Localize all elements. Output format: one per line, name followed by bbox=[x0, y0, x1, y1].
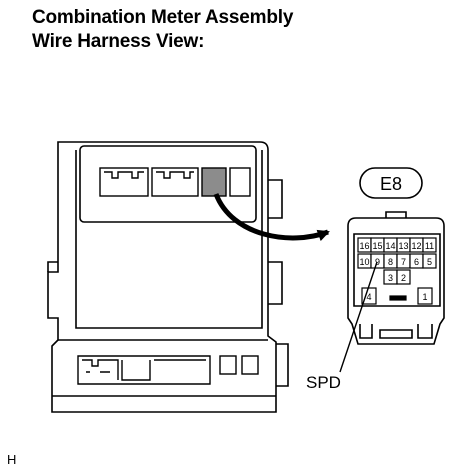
meter-lower-connectors bbox=[77, 355, 259, 385]
title-line-2: Wire Harness View: bbox=[32, 31, 205, 52]
pin-13: 13 bbox=[398, 241, 408, 251]
pin-12: 12 bbox=[411, 241, 421, 251]
pin-10: 10 bbox=[359, 257, 369, 267]
title-line-1: Combination Meter Assembly bbox=[32, 7, 294, 28]
meter-connectors bbox=[99, 167, 251, 197]
connector-id: E8 bbox=[380, 174, 402, 194]
pin-2: 2 bbox=[401, 273, 406, 283]
pointer-arrow bbox=[213, 193, 330, 242]
pin-15: 15 bbox=[372, 241, 382, 251]
connector-slot-e8 bbox=[201, 167, 227, 197]
pin-6: 6 bbox=[414, 257, 419, 267]
spd-leader-line bbox=[339, 261, 378, 373]
pin-4: 4 bbox=[366, 292, 371, 302]
pin-16: 16 bbox=[359, 241, 369, 251]
pin-8: 8 bbox=[388, 257, 393, 267]
pin-3: 3 bbox=[388, 273, 393, 283]
figure-code: H bbox=[7, 452, 17, 467]
pin-7: 7 bbox=[401, 257, 406, 267]
diagram-title: Combination Meter Assembly Wire Harness … bbox=[32, 6, 293, 54]
connector-face bbox=[347, 211, 445, 345]
pin-labels: 16 15 14 13 12 11 10 9 8 7 6 5 3 2 4 1 bbox=[359, 241, 434, 302]
connector-slot-3 bbox=[229, 167, 251, 197]
pin-14: 14 bbox=[385, 241, 395, 251]
spd-callout: SPD bbox=[306, 373, 341, 392]
pin-11: 11 bbox=[425, 241, 434, 251]
pin-5: 5 bbox=[427, 257, 432, 267]
meter-housing bbox=[47, 141, 289, 413]
pin-9: 9 bbox=[375, 257, 380, 267]
pin-1: 1 bbox=[422, 292, 427, 302]
connector-id-badge: E8 bbox=[359, 167, 423, 199]
pin-grid bbox=[357, 237, 437, 305]
